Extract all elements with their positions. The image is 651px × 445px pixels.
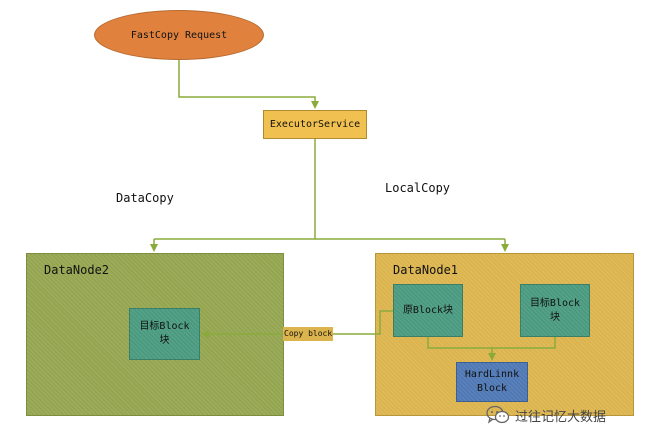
hardlink-block-line2: Block [476, 383, 508, 394]
datanode2-title: DataNode2 [44, 263, 110, 277]
watermark-text: 过往记忆大数据 [515, 409, 607, 425]
wechat-icon [486, 405, 510, 424]
datacopy-label: DataCopy [116, 191, 174, 205]
source-to-hardlink-connector [427, 337, 496, 361]
datanode1-source-block-label: 原Block块 [402, 304, 454, 316]
executor-service-label: ExecutorService [269, 119, 361, 130]
executor-service-node: ExecutorService [263, 110, 367, 139]
datanode1-target-block-line1: 目标Block [529, 297, 581, 309]
localcopy-label: LocalCopy [385, 181, 451, 195]
datanode2-target-block-line1: 目标Block [139, 321, 190, 332]
fastcopy-request-label: FastCopy Request [130, 29, 228, 41]
hardlink-block: HardLinnk Block [456, 362, 528, 402]
watermark: 过往记忆大数据 [486, 405, 606, 425]
datanode2-target-block-line2: 块 [159, 335, 170, 346]
datanode1-source-block: 原Block块 [393, 284, 463, 337]
datanode1-title: DataNode1 [393, 263, 459, 277]
datanode1-target-block-line2: 块 [549, 311, 560, 323]
datanode1-target-block: 目标Block 块 [520, 284, 590, 337]
fastcopy-request-node: FastCopy Request [94, 10, 264, 60]
target-to-hardlink-connector [492, 337, 556, 349]
hardlink-block-line1: HardLinnk [464, 369, 520, 380]
request-to-executor-connector [178, 60, 319, 109]
datanode2-target-block: 目标Block 块 [129, 308, 200, 360]
copy-block-label: Copy block [283, 327, 334, 341]
